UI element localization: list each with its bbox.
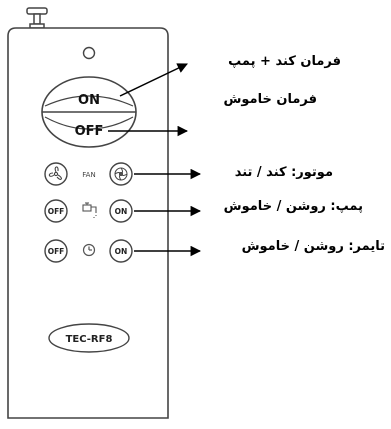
pump-off-button[interactable] xyxy=(44,199,68,223)
fan-slow-button[interactable] xyxy=(44,162,68,186)
clock-icon xyxy=(82,243,96,257)
fan-fast-button[interactable] xyxy=(109,162,133,186)
timer-on-button[interactable] xyxy=(109,239,133,263)
label-motor: موتور: کند / تند xyxy=(234,165,333,180)
tap-icon xyxy=(82,202,97,218)
fan-label: FAN xyxy=(82,171,95,179)
label-timer: تایمر: روشن / خاموش xyxy=(241,239,385,254)
timer-off-button[interactable] xyxy=(44,239,68,263)
timer-off-label: OFF xyxy=(48,247,65,256)
antenna xyxy=(26,7,48,29)
off-button[interactable]: OFF xyxy=(75,124,104,139)
led-indicator xyxy=(82,46,96,60)
model-badge xyxy=(48,323,130,353)
on-button[interactable]: ON xyxy=(78,93,100,108)
pump-on-button[interactable] xyxy=(109,199,133,223)
model-label: TEC-RF8 xyxy=(66,334,113,345)
power-oval xyxy=(41,76,137,148)
pump-off-label: OFF xyxy=(48,207,65,216)
label-on-command: فرمان کند + پمپ xyxy=(228,54,341,69)
label-off-command: فرمان خاموش xyxy=(223,92,317,107)
fan-icon xyxy=(48,166,62,180)
label-pump: پمپ: روشن / خاموش xyxy=(223,199,363,214)
timer-on-label: ON xyxy=(115,247,128,256)
pump-on-label: ON xyxy=(115,207,128,216)
arrow-on xyxy=(119,63,188,97)
fan-fast-icon xyxy=(114,167,128,181)
